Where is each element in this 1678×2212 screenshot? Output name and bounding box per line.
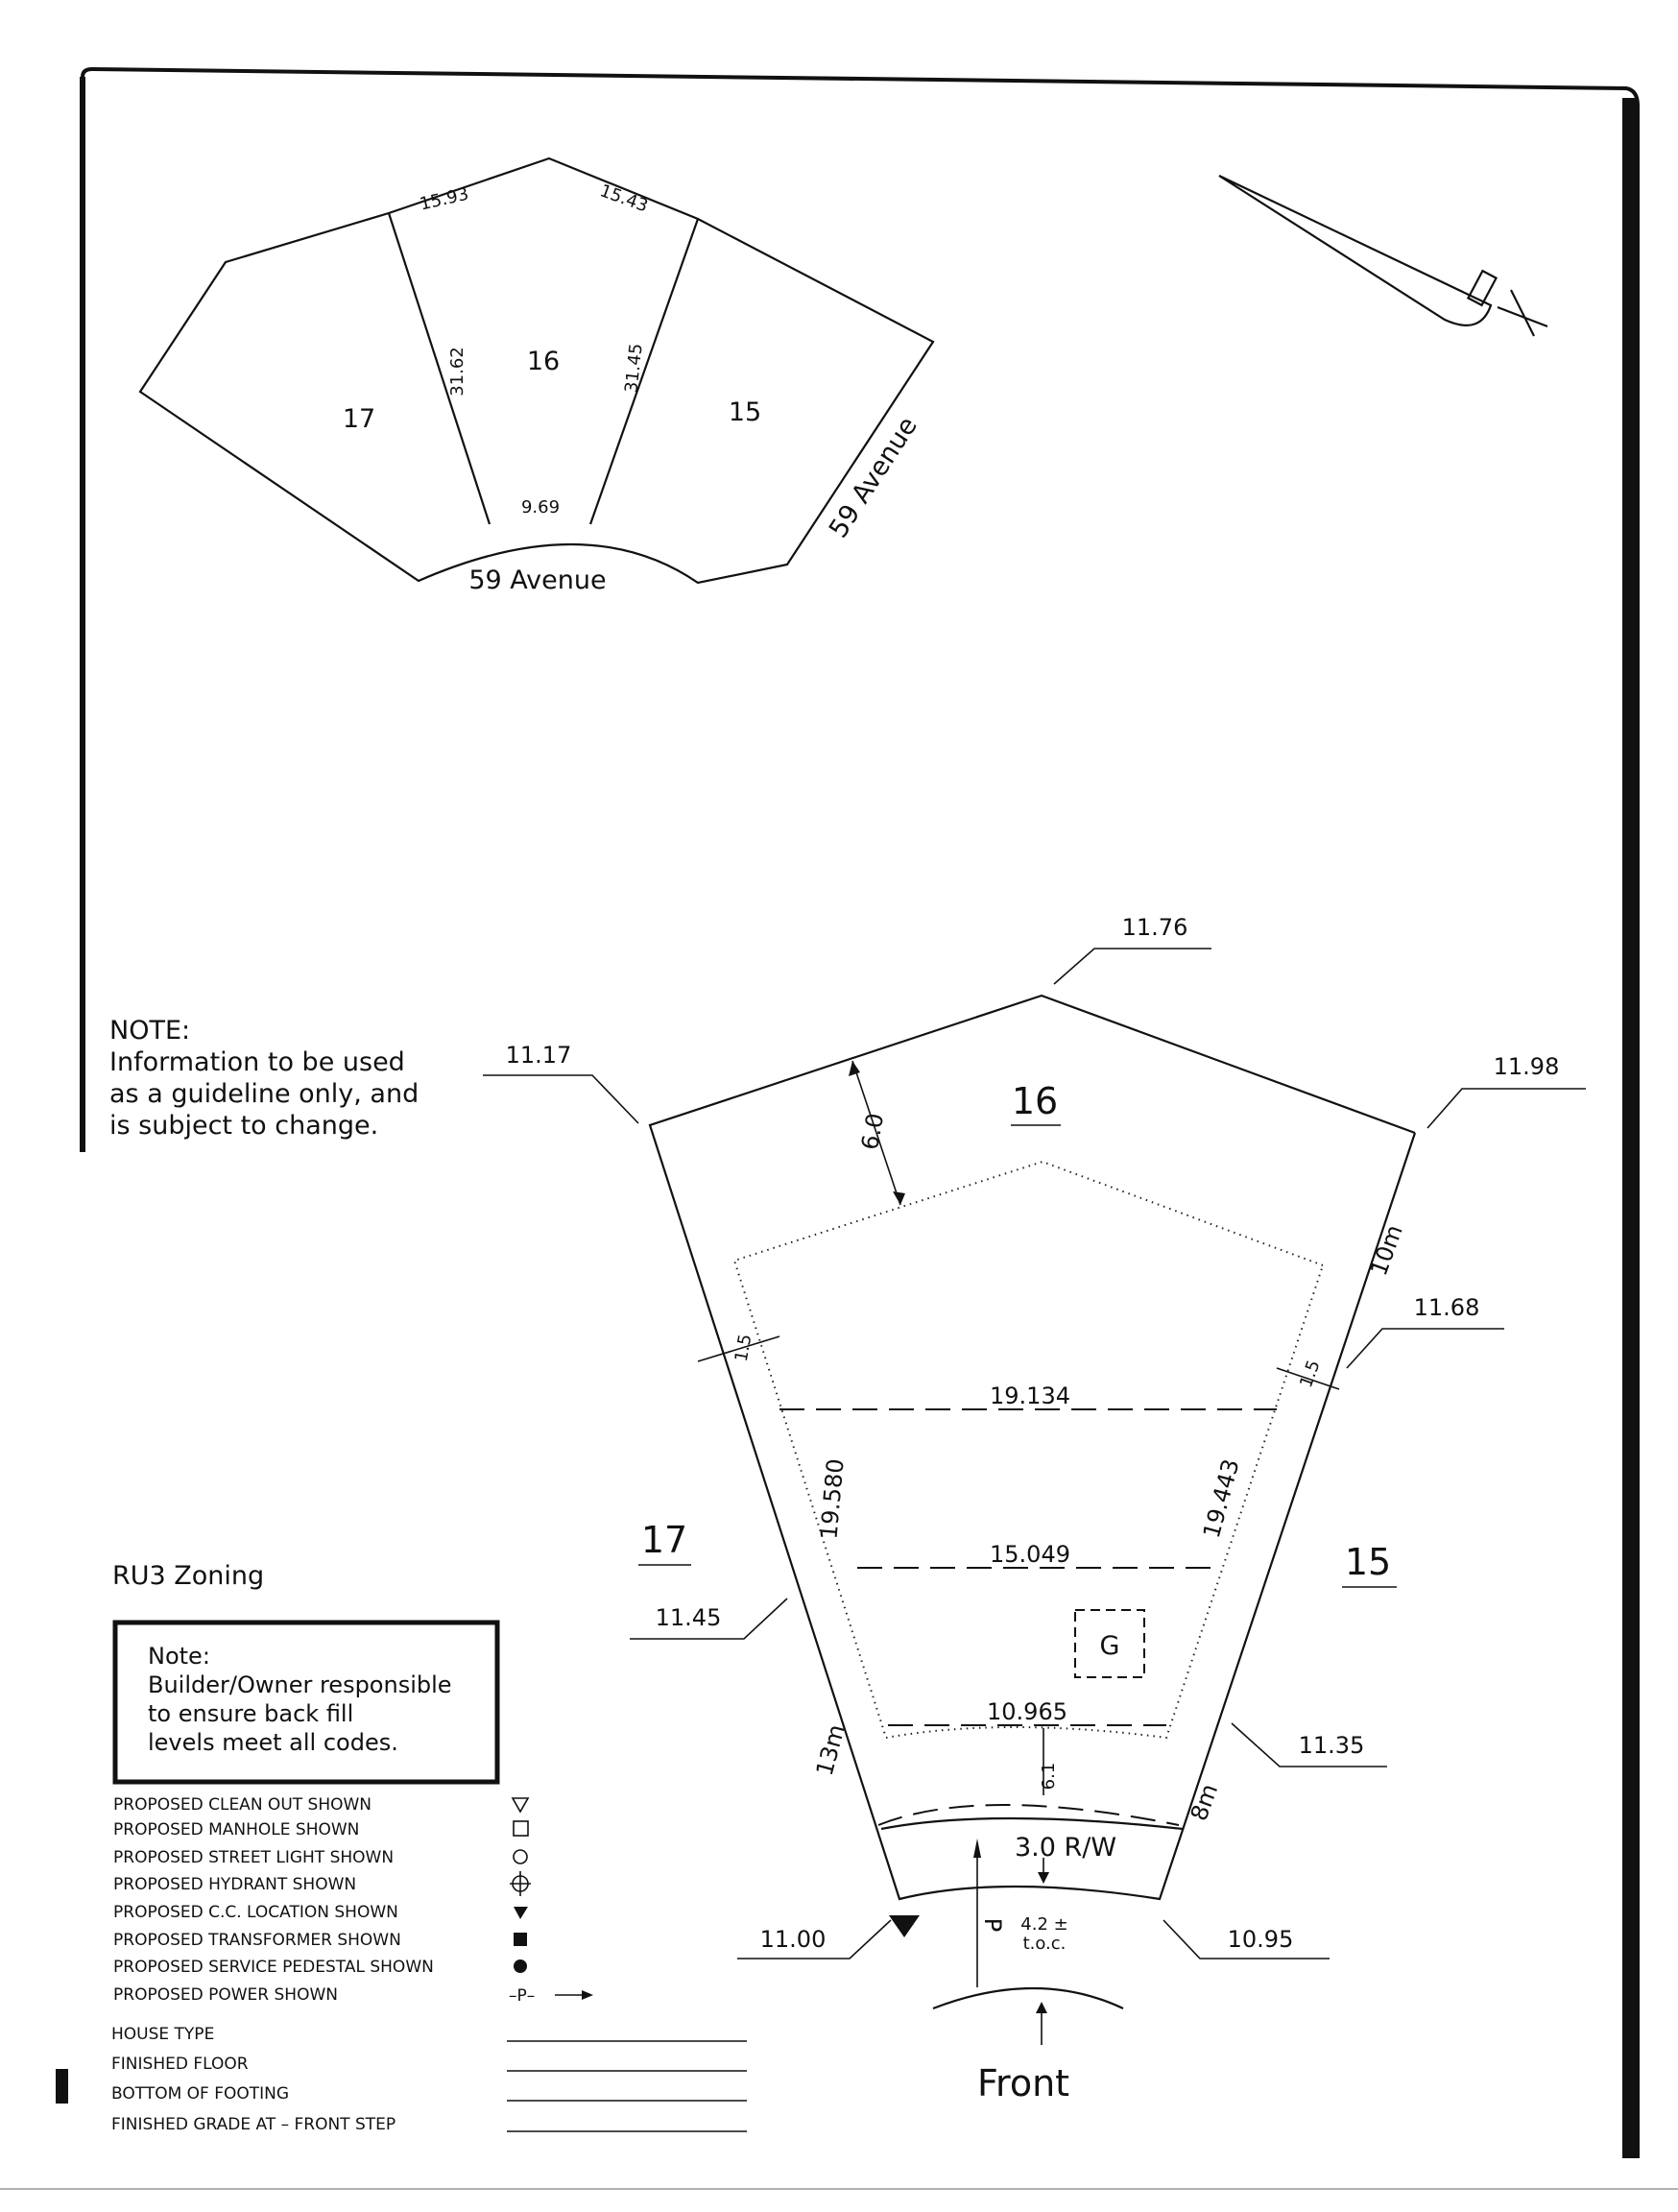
legend-label: PROPOSED C.C. LOCATION SHOWN [113,1903,398,1922]
legend-label: PROPOSED POWER SHOWN [113,1985,338,2005]
square-outline-icon [513,1820,529,1837]
triangle-filled-icon [514,1907,528,1919]
key-lot-line-left [387,212,491,525]
side-setback-left: 1.5 [731,1333,756,1363]
rw-label: 3.0 R/W [1015,1833,1116,1863]
key-street-front: 59 Avenue [468,565,606,595]
key-plan-outline [138,156,935,585]
front-setback-label: 6.1 [1039,1763,1059,1791]
builder-note-line: levels meet all codes. [148,1729,398,1756]
zoning-label: RU3 Zoning [112,1561,264,1591]
elev-left-mid: 11.45 [656,1604,722,1631]
legend-label: PROPOSED CLEAN OUT SHOWN [113,1795,372,1815]
note-line: as a guideline only, and [109,1079,419,1109]
elev-front-left: 11.00 [760,1926,827,1953]
triangle-outline-icon [511,1797,530,1814]
builder-note-title: Note: [148,1643,210,1670]
legend: PROPOSED CLEAN OUT SHOWN PROPOSED MANHOL… [111,1795,747,2134]
svg-text:–P–: –P– [509,1986,535,2006]
north-arrow-icon [1218,175,1548,337]
guideline-note: NOTE: Information to be used as a guidel… [109,1016,419,1141]
width-label-2: 15.049 [990,1541,1070,1568]
power-line-label-ink: P [979,1918,1006,1932]
key-dim-front: 9.69 [521,497,560,517]
lot-number-17: 17 [641,1519,687,1561]
field-label-finished-floor: FINISHED FLOOR [111,2055,249,2074]
field-label-bottom-of-footing: BOTTOM OF FOOTING [111,2084,289,2104]
elev-rear-peak: 11.76 [1122,914,1188,941]
width-label-1: 19.134 [990,1382,1070,1409]
note-line: is subject to change. [109,1111,378,1141]
building-envelope [732,1160,1324,1740]
elev-right-front: 11.35 [1299,1732,1365,1759]
width-label-3: 10.965 [987,1698,1067,1725]
front-setback-line [877,1804,1180,1826]
key-lot-16: 16 [527,347,560,376]
key-dim-top-left: 15.93 [418,184,470,215]
builder-note-line: Builder/Owner responsible [148,1671,452,1698]
elev-rear-left: 11.17 [506,1042,572,1069]
depth-label-left: 19.580 [815,1457,849,1540]
field-label-house-type: HOUSE TYPE [111,2025,214,2044]
sheet-border [0,66,1678,2190]
power-line-icon: –P– [509,1986,593,2006]
legend-label: PROPOSED TRANSFORMER SHOWN [113,1931,401,1950]
builder-note-line: to ensure back fill [148,1700,353,1727]
circle-outline-icon [513,1849,528,1864]
key-lot-15: 15 [729,397,761,427]
depth-label-right: 19.443 [1198,1456,1245,1541]
segment-right-front: 8m [1186,1780,1224,1824]
garage-label: G [1100,1631,1120,1661]
cc-location-icon [889,1915,920,1937]
key-dim-left-side: 31.62 [447,347,467,397]
elev-front-right: 10.95 [1228,1926,1294,1953]
legend-label: PROPOSED MANHOLE SHOWN [113,1820,359,1839]
segment-right-rear: 10m [1365,1221,1408,1279]
hydrant-icon [510,1871,531,1896]
power-line-label: P [979,1918,1006,1932]
front-label: Front [977,2062,1069,2104]
lot-boundary [648,994,1417,1901]
key-lot-17: 17 [343,404,375,434]
side-setback-right: 1.5 [1296,1358,1325,1390]
site-plan: 19.134 15.049 10.965 19.580 19.443 6.0 1… [483,914,1586,2104]
rw-line [880,1816,1184,1831]
key-lot-line-right [588,218,700,525]
key-dim-top-right: 15.43 [597,180,651,216]
field-label-finished-grade: FINISHED GRADE AT – FRONT STEP [111,2115,396,2134]
legend-label: PROPOSED HYDRANT SHOWN [113,1875,356,1894]
rear-setback-label: 6.0 [856,1111,889,1151]
square-filled-icon [514,1933,527,1946]
segment-left-front: 13m [811,1721,851,1778]
garage-box [1074,1609,1145,1678]
builder-note-box: Note: Builder/Owner responsible to ensur… [112,1620,500,1785]
lot-number-15: 15 [1345,1541,1391,1583]
legend-label: PROPOSED SERVICE PEDESTAL SHOWN [113,1958,434,1977]
legend-label: PROPOSED STREET LIGHT SHOWN [113,1848,394,1867]
circle-filled-icon [514,1960,527,1973]
toc-line2: t.o.c. [1023,1934,1067,1954]
note-line: Information to be used [109,1047,405,1077]
key-plan: 15.93 15.43 31.62 31.45 9.69 17 16 15 59… [138,156,935,595]
toc-line1: 4.2 ± [1020,1914,1067,1935]
rear-setback-arrow [851,1060,901,1206]
key-dim-right-side: 31.45 [621,343,646,394]
note-title: NOTE: [109,1016,190,1046]
elev-rear-right: 11.98 [1494,1053,1560,1080]
curb-arc [932,1986,1124,2010]
lot-number-16: 16 [1012,1080,1058,1122]
elev-right-mid: 11.68 [1414,1294,1480,1321]
